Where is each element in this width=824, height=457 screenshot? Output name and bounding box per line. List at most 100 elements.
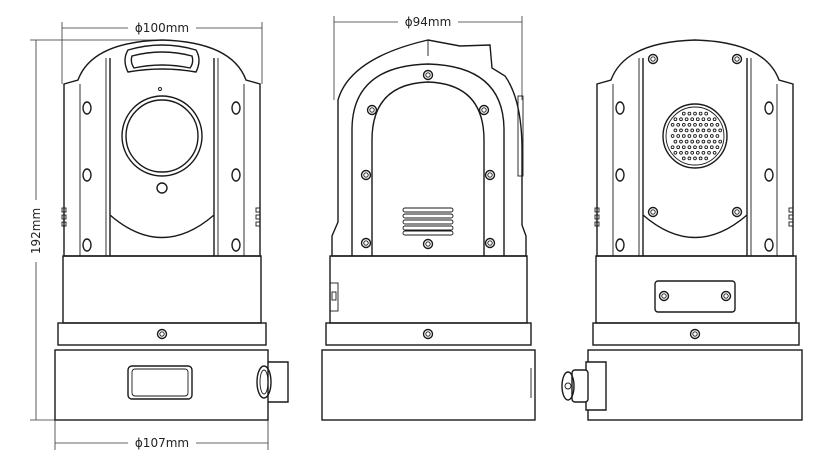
vent-dot: [788, 214, 794, 220]
screw-icon: [731, 206, 743, 218]
speaker-hole: [673, 139, 678, 144]
speaker-hole: [707, 128, 711, 133]
speaker-hole: [690, 117, 695, 122]
lens-outer: [121, 95, 203, 177]
vent-slot: [402, 225, 454, 231]
base-width-label: ϕ107mm: [135, 436, 189, 450]
speaker-hole: [676, 122, 681, 127]
base-screw-icon: [689, 328, 701, 340]
side-holes: [61, 101, 261, 340]
sensor-hole: [156, 182, 168, 194]
speaker-hole: [681, 134, 686, 138]
speaker-hole: [693, 156, 697, 161]
mount-hole: [231, 238, 241, 252]
speaker-hole: [684, 150, 689, 155]
speaker-hole: [670, 122, 675, 127]
screw-icon: [647, 53, 659, 65]
screw-head: [425, 241, 431, 247]
speaker-hole: [670, 134, 675, 138]
speaker-hole: [701, 128, 706, 133]
speaker-hole: [712, 139, 717, 144]
screw-head: [159, 331, 165, 337]
speaker-hole: [701, 117, 706, 122]
screw-head: [734, 209, 740, 215]
base-screw-icon: [658, 290, 670, 302]
side-outer-arch: [351, 63, 505, 256]
vent-dot: [594, 214, 600, 220]
speaker-hole: [712, 150, 717, 155]
speaker-hole: [681, 111, 686, 116]
speaker-hole: [681, 122, 686, 127]
base-screw-icon: [156, 328, 168, 340]
mount-hole: [764, 168, 774, 182]
speaker-hole: [687, 111, 692, 116]
speaker-hole: [684, 139, 689, 144]
screw-icon: [478, 104, 490, 116]
speaker-hole: [698, 134, 703, 138]
screw-head: [723, 293, 729, 299]
speaker-hole: [684, 128, 689, 133]
screw-head: [487, 172, 493, 178]
speaker-hole: [687, 122, 692, 127]
speaker-hole: [715, 122, 720, 127]
speaker-hole: [687, 156, 692, 161]
speaker-holes: [670, 111, 723, 161]
speaker-hole: [684, 117, 689, 122]
vent-dot: [594, 221, 600, 227]
screw-icon: [647, 206, 659, 218]
side-tab: [329, 282, 339, 312]
vent-slot: [402, 230, 454, 236]
speaker-hole: [679, 128, 683, 133]
speaker-hole: [695, 117, 700, 122]
lens-inner: [125, 99, 199, 173]
speaker-hole: [676, 134, 681, 138]
side-head-shell: [331, 39, 527, 257]
speaker-hole: [681, 156, 686, 161]
speaker-hole: [698, 122, 703, 127]
speaker-hole: [693, 111, 697, 116]
side-base-upper: [329, 255, 528, 324]
vent-dot: [788, 221, 794, 227]
handle: [124, 44, 200, 73]
back-side-holes: [594, 101, 794, 252]
height-label: 192mm: [29, 208, 43, 254]
speaker-grille: [662, 103, 728, 169]
side-view: [321, 39, 536, 421]
side-screws: [360, 69, 496, 340]
speaker-hole: [695, 139, 700, 144]
screw-head: [481, 107, 487, 113]
speaker-hole: [718, 128, 723, 133]
speaker-hole: [698, 145, 703, 150]
vent-dot: [788, 207, 794, 213]
back-base-band: [592, 322, 800, 346]
speaker-hole: [712, 117, 717, 122]
speaker-hole: [679, 150, 683, 155]
dimension-side-width: ϕ94mm: [333, 15, 523, 100]
base-screw-icon: [720, 290, 732, 302]
screw-head: [692, 331, 698, 337]
vent-slot: [402, 207, 454, 213]
mount-hole: [231, 168, 241, 182]
speaker-hole: [695, 128, 700, 133]
mount-hole: [764, 238, 774, 252]
screw-head: [369, 107, 375, 113]
speaker-hole: [687, 145, 692, 150]
speaker-hole: [701, 150, 706, 155]
front-head-shell: [63, 39, 261, 257]
mount-hole: [231, 101, 241, 115]
speaker-hole: [701, 139, 706, 144]
screw-icon: [366, 104, 378, 116]
speaker-hole: [709, 122, 714, 127]
mount-hole: [615, 101, 625, 115]
speaker-hole: [693, 134, 697, 138]
mount-hole: [82, 238, 92, 252]
screw-icon: [360, 169, 372, 181]
base-screw-icon: [422, 328, 434, 340]
speaker-hole: [704, 134, 709, 138]
back-view: [561, 39, 803, 421]
speaker-hole: [679, 117, 683, 122]
speaker-hole: [673, 150, 678, 155]
vent-slot: [402, 219, 454, 225]
